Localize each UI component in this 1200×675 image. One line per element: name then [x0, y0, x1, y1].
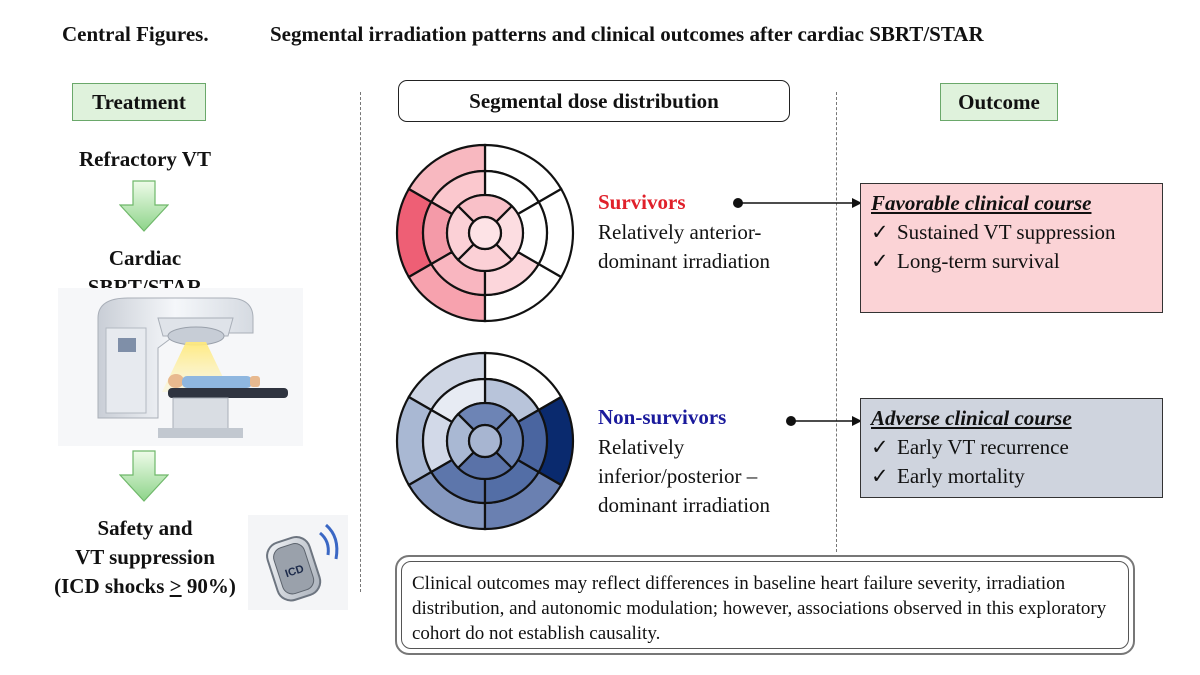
adverse-item-text: Early mortality — [897, 464, 1025, 488]
favorable-item: ✓ Long-term survival — [871, 247, 1162, 276]
survivors-label: Survivors — [598, 190, 686, 214]
check-icon: ✓ — [871, 249, 889, 273]
step-safety-outcome: Safety and VT suppression (ICD shocks > … — [30, 514, 260, 601]
survivors-description: Relatively anterior- dominant irradiatio… — [598, 218, 838, 276]
figure-label: Central Figures. — [62, 22, 209, 46]
step3-line3-post: 90%) — [181, 574, 236, 598]
step3-line2: VT suppression — [75, 545, 215, 569]
icd-device-illustration: ICD — [248, 515, 348, 610]
adverse-item: ✓ Early mortality — [871, 462, 1162, 491]
adverse-outcome-box: Adverse clinical course ✓ Early VT recur… — [860, 398, 1163, 498]
left-divider — [360, 92, 361, 592]
favorable-item: ✓ Sustained VT suppression — [871, 218, 1162, 247]
step3-line3-pre: (ICD shocks — [54, 574, 170, 598]
adverse-item-text: Early VT recurrence — [897, 435, 1069, 459]
outcome-header: Outcome — [940, 83, 1058, 121]
survivors-desc-line1: Relatively anterior- — [598, 220, 762, 244]
treatment-header: Treatment — [72, 83, 206, 121]
step3-line1: Safety and — [97, 516, 193, 540]
favorable-title: Favorable clinical course — [871, 191, 1092, 215]
survivors-arrow — [733, 198, 862, 208]
down-arrow-2 — [119, 450, 169, 502]
step3-line3: (ICD shocks > 90%) — [30, 572, 260, 601]
nonsurvivors-desc-line2: inferior/posterior – — [598, 464, 758, 488]
radiotherapy-machine-illustration — [58, 288, 303, 446]
check-icon: ✓ — [871, 435, 889, 459]
survivors-bullseye — [395, 143, 575, 323]
step-refractory-vt: Refractory VT — [79, 147, 211, 171]
step2-line1: Cardiac — [108, 246, 182, 270]
nonsurvivors-arrow — [786, 416, 862, 426]
note-text: Clinical outcomes may reflect difference… — [401, 561, 1129, 649]
note-box: Clinical outcomes may reflect difference… — [395, 555, 1135, 655]
favorable-item-text: Long-term survival — [897, 249, 1060, 273]
step3-line3-symbol: > — [169, 574, 182, 598]
segmental-dose-header: Segmental dose distribution — [398, 80, 790, 122]
icd-label: ICD — [284, 563, 306, 580]
survivors-apex-segment — [467, 215, 503, 251]
favorable-item-text: Sustained VT suppression — [897, 220, 1116, 244]
check-icon: ✓ — [871, 220, 889, 244]
nonsurvivors-description: Relatively inferior/posterior – dominant… — [598, 433, 838, 520]
down-arrow-1 — [119, 180, 169, 232]
nonsurvivors-desc-line3: dominant irradiation — [598, 493, 771, 517]
survivors-desc-line2: dominant irradiation — [598, 249, 771, 273]
nonsurvivors-bullseye — [395, 351, 575, 531]
adverse-title: Adverse clinical course — [871, 406, 1072, 430]
right-divider — [836, 92, 837, 552]
nonsurvivors-label: Non-survivors — [598, 405, 727, 429]
check-icon: ✓ — [871, 464, 889, 488]
nonsurvivors-apex-segment — [467, 423, 503, 459]
figure-title: Segmental irradiation patterns and clini… — [270, 22, 984, 46]
favorable-outcome-box: Favorable clinical course ✓ Sustained VT… — [860, 183, 1163, 313]
adverse-item: ✓ Early VT recurrence — [871, 433, 1162, 462]
nonsurvivors-desc-line1: Relatively — [598, 435, 685, 459]
